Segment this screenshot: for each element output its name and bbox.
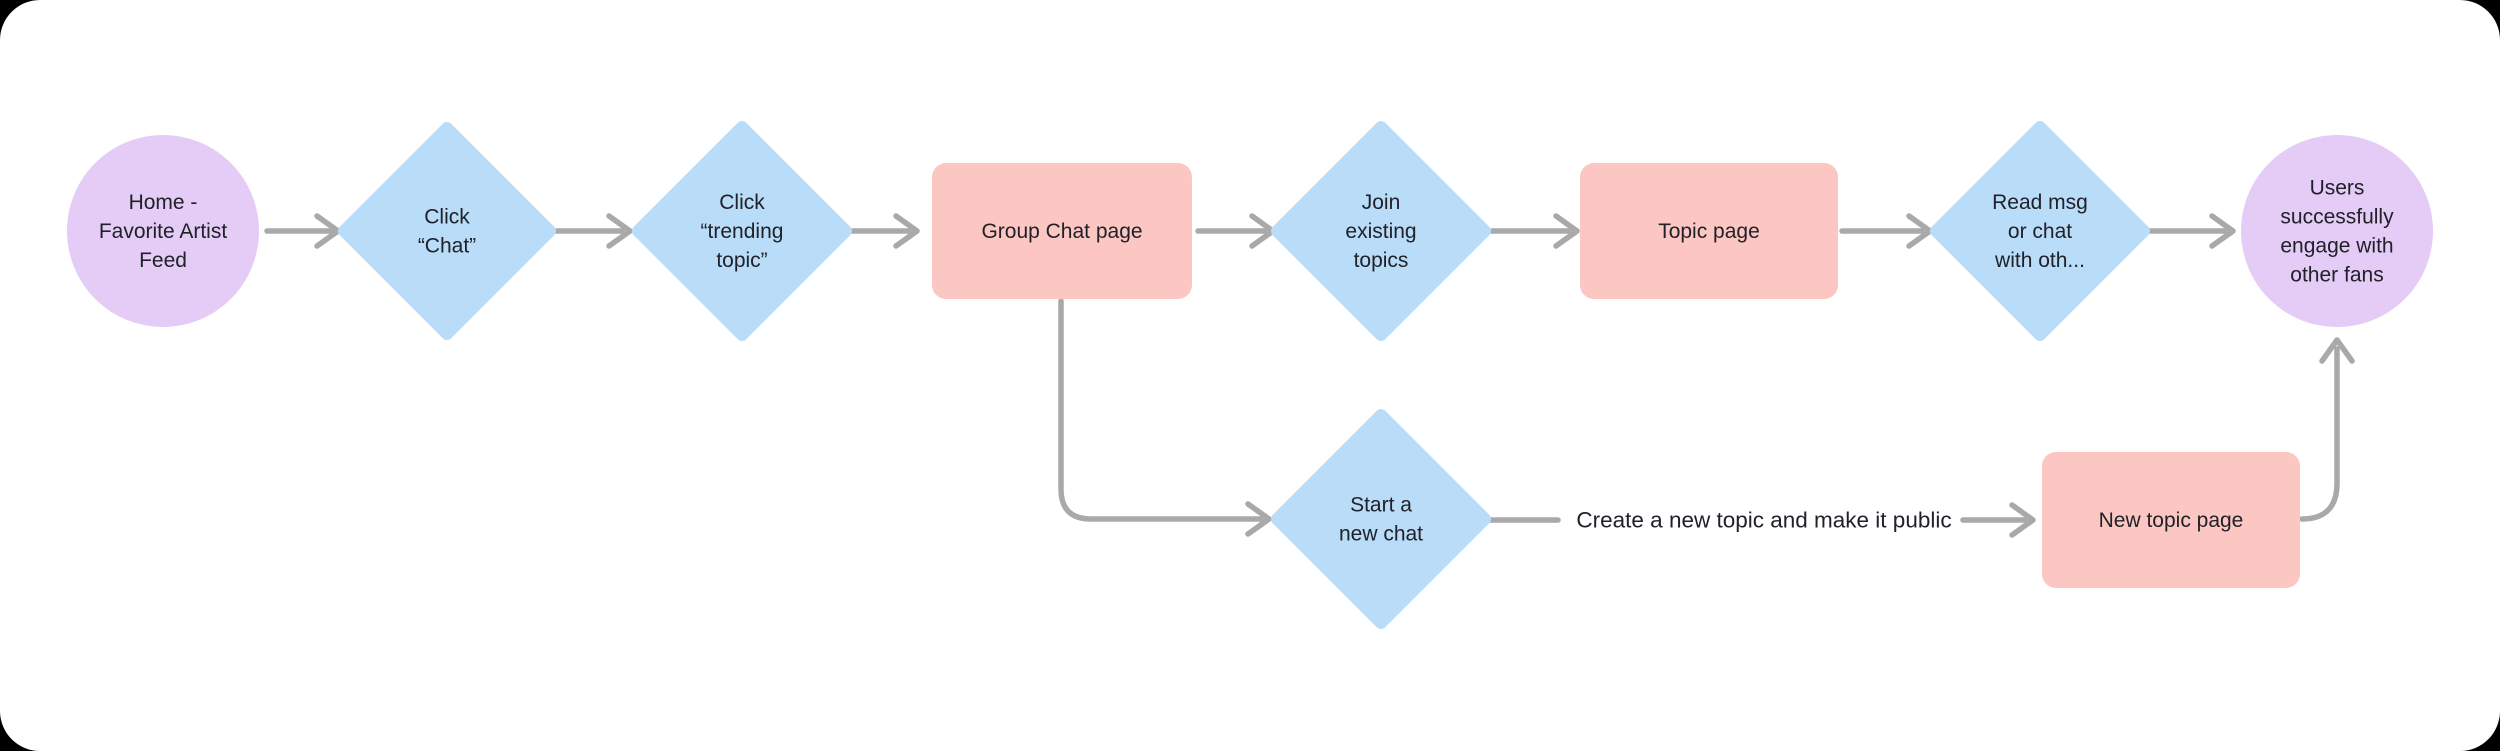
edge-click-chat-to-trending-topic	[553, 213, 633, 249]
node-users-engage-with-fans-shape[interactable]	[2241, 135, 2433, 327]
arrowhead-icon	[1245, 501, 1272, 537]
node-new-topic-page-shape[interactable]	[2042, 452, 2300, 588]
node-group-chat-page: Group Chat page	[932, 163, 1192, 299]
node-start-a-new-chat-shape[interactable]	[1271, 409, 1491, 629]
edge-join-existing-to-topic-page	[1489, 213, 1580, 249]
arrowhead-icon	[606, 213, 633, 249]
node-home-favorite-artist-feed-shape[interactable]	[67, 135, 259, 327]
node-click-chat-shape[interactable]	[338, 122, 556, 340]
edge-home-to-click-chat	[264, 213, 341, 249]
node-click-chat: Click“Chat”	[338, 122, 556, 340]
edge-new-topic-page-to-users-engage-line	[2299, 346, 2340, 522]
edge-topic-page-to-read-msg	[1839, 213, 1933, 249]
node-topic-page-shape[interactable]	[1580, 163, 1838, 299]
edge-trending-topic-to-group-chat	[848, 213, 920, 249]
arrowhead-icon	[2319, 337, 2355, 364]
arrowhead-icon	[2009, 502, 2036, 538]
edge-group-chat-to-join-existing	[1195, 213, 1276, 249]
edge-label-create-new-topic: Create a new topic and make it public	[1576, 508, 1951, 533]
edge-new-topic-page-to-users-engage	[2299, 337, 2355, 522]
arrowhead-icon	[2209, 213, 2236, 249]
edge-label-to-new-topic-page	[1960, 502, 2036, 538]
edge-read-msg-to-users-engage	[2147, 213, 2236, 249]
edge-group-chat-to-start-new-chat-line	[1058, 298, 1264, 522]
node-group-chat-page-shape[interactable]	[932, 163, 1192, 299]
node-read-msg-or-chat-shape[interactable]	[1930, 121, 2150, 341]
arrowhead-icon	[893, 213, 920, 249]
node-new-topic-page: New topic page	[2042, 452, 2300, 588]
node-join-existing-topics-shape[interactable]	[1271, 121, 1491, 341]
node-topic-page: Topic page	[1580, 163, 1838, 299]
arrowhead-icon	[1553, 213, 1580, 249]
node-click-trending-topic-shape[interactable]	[632, 121, 852, 341]
edge-group-chat-to-start-new-chat	[1058, 298, 1272, 537]
